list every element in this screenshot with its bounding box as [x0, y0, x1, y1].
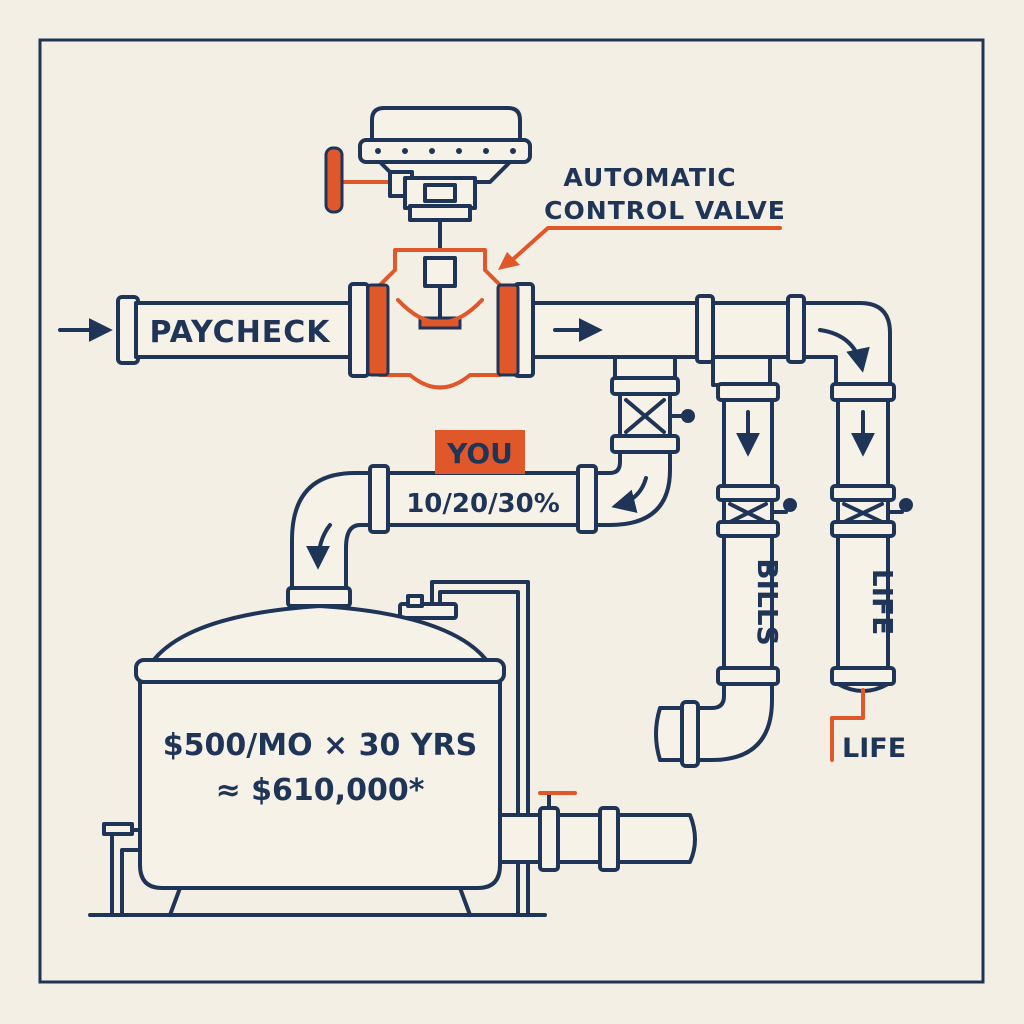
diagram-frame	[38, 38, 985, 984]
tank-formula-line1: $500/MO × 30 YRS	[163, 728, 477, 763]
bills-label: BILLS	[751, 558, 784, 646]
tank-formula-line2: ≈ $610,000*	[216, 773, 425, 808]
life-pipe-label: LIFE	[866, 569, 899, 636]
percent-label: 10/20/30%	[406, 489, 560, 519]
you-label: YOU	[446, 437, 513, 470]
paycheck-pipe: PAYCHECK	[58, 282, 370, 378]
bills-branch: BILLS	[654, 303, 797, 768]
automatic-control-valve	[324, 106, 532, 390]
life-outlet-label: LIFE	[842, 733, 906, 764]
you-tag: YOU	[435, 430, 525, 474]
life-branch: LIFE LIFE	[830, 382, 913, 764]
paycheck-label: PAYCHECK	[149, 315, 331, 350]
valve-label-line1: AUTOMATIC	[563, 163, 736, 192]
valve-callout: AUTOMATIC CONTROL VALVE	[498, 163, 786, 270]
valve-label-line2: CONTROL VALVE	[544, 196, 786, 225]
savings-tank: $500/MO × 30 YRS ≈ $610,000*	[88, 580, 697, 917]
